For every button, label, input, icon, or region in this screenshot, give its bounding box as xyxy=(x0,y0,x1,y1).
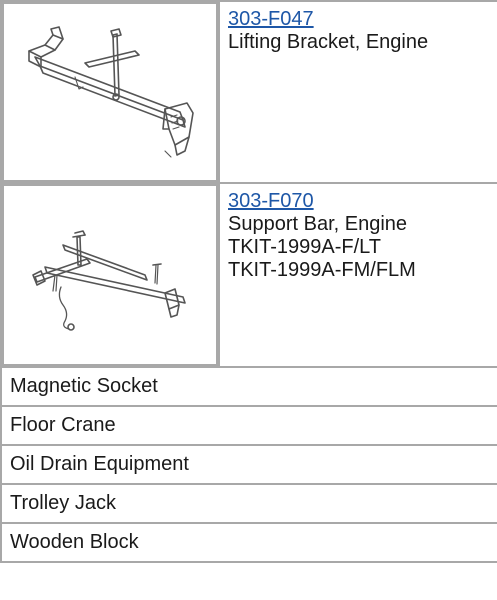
tool-description: Lifting Bracket, Engine xyxy=(228,31,429,53)
tool-description: Support Bar, Engine xyxy=(228,213,408,235)
table-row: Floor Crane xyxy=(2,407,497,446)
tool-description-cell: 303-F047 Lifting Bracket, Engine xyxy=(220,2,497,184)
tool-image-frame xyxy=(2,2,218,182)
table-row: Magnetic Socket xyxy=(2,368,497,407)
equipment-item: Oil Drain Equipment xyxy=(2,446,497,485)
equipment-item: Magnetic Socket xyxy=(2,368,497,407)
kit-number: TKIT-1999A-F/LT xyxy=(228,236,382,258)
part-number-link[interactable]: 303-F070 xyxy=(228,190,314,212)
table-row: 303-F070 Support Bar, Engine TKIT-1999A-… xyxy=(2,184,497,368)
table-row: Oil Drain Equipment xyxy=(2,446,497,485)
equipment-item: Floor Crane xyxy=(2,407,497,446)
kit-number: TKIT-1999A-FM/FLM xyxy=(228,259,416,281)
table-row: 303-F047 Lifting Bracket, Engine xyxy=(2,2,497,184)
engine-lifting-bracket-illustration xyxy=(28,26,194,158)
table-row: Wooden Block xyxy=(2,524,497,563)
special-tools-table: 303-F047 Lifting Bracket, Engine xyxy=(0,0,497,563)
tool-image-cell xyxy=(2,184,220,368)
part-number-link[interactable]: 303-F047 xyxy=(228,8,314,30)
tool-image-cell xyxy=(2,2,220,184)
tool-description-cell: 303-F070 Support Bar, Engine TKIT-1999A-… xyxy=(220,184,497,368)
equipment-item: Wooden Block xyxy=(2,524,497,563)
engine-support-bar-illustration xyxy=(32,230,186,331)
table-row: Trolley Jack xyxy=(2,485,497,524)
equipment-item: Trolley Jack xyxy=(2,485,497,524)
tool-image-frame xyxy=(2,184,218,366)
